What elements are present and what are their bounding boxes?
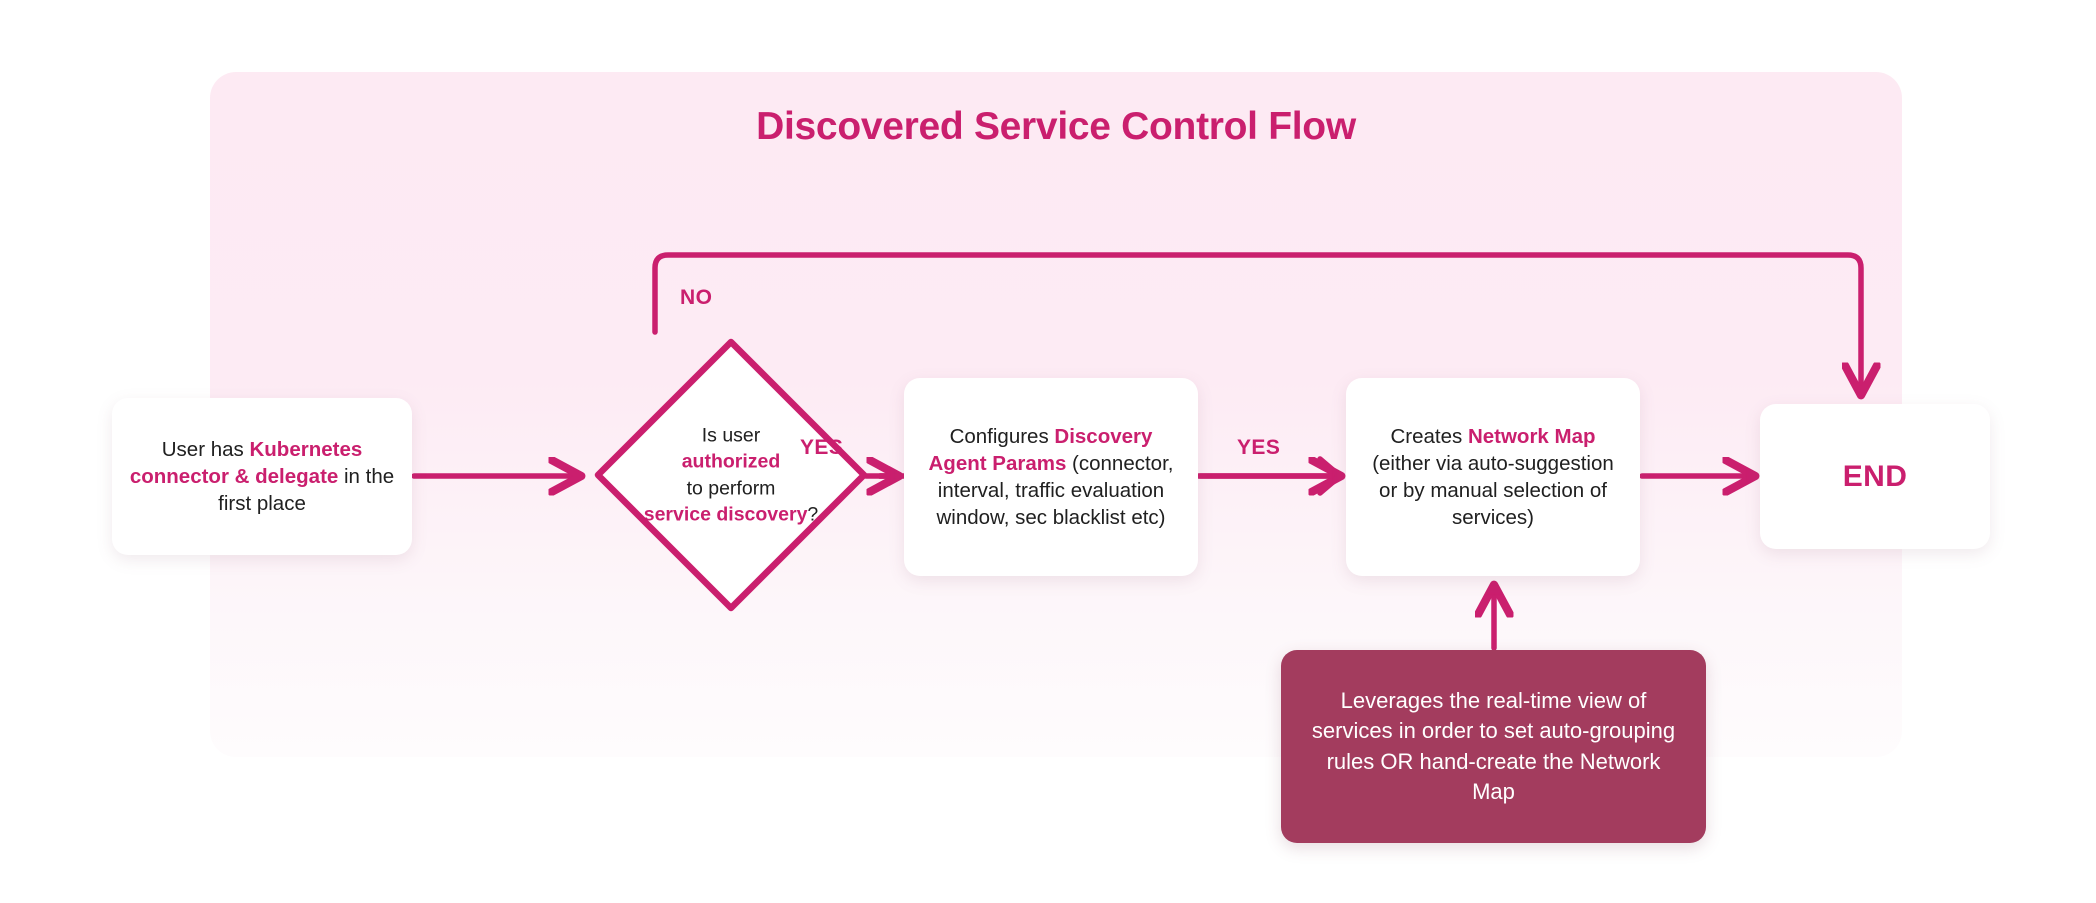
node-prereq[interactable]: User has Kubernetes connector & delegate… bbox=[112, 398, 412, 555]
decision-text-part-1: Is user bbox=[701, 424, 761, 447]
node-end[interactable]: END bbox=[1760, 404, 1990, 549]
node-decision-authorized[interactable]: Is user authorized to perform service di… bbox=[586, 330, 876, 620]
prereq-text-part-2: in the first place bbox=[218, 464, 395, 516]
netmap-text-part-2: (either via auto-suggestion or by manual… bbox=[1372, 451, 1614, 530]
decision-text-part-2: to perform bbox=[686, 477, 776, 499]
netmap-text-part-1: Creates bbox=[1390, 424, 1468, 448]
node-note-label: Leverages the real-time view of services… bbox=[1311, 688, 1676, 804]
params-text-part-2: (connector, interval, traffic evaluation… bbox=[936, 451, 1174, 530]
node-end-label: END bbox=[1842, 459, 1908, 493]
decision-text-part-3: ? bbox=[807, 503, 819, 526]
params-text-highlight: Discovery Agent Params bbox=[928, 424, 1153, 475]
node-annotation-leverages-realtime-view[interactable]: Leverages the real-time view of services… bbox=[1281, 650, 1706, 843]
prereq-text-highlight: Kubernetes connector & delegate bbox=[129, 437, 363, 488]
page-title: Discovered Service Control Flow bbox=[756, 105, 1356, 148]
prereq-text-part-1: User has bbox=[161, 437, 250, 461]
edge-label-yes-2: YES bbox=[1237, 436, 1281, 459]
decision-text-highlight-2: service discovery bbox=[643, 503, 808, 526]
edge-label-no: NO bbox=[680, 286, 713, 309]
params-text-part-1: Configures bbox=[949, 424, 1055, 448]
node-netmap-label: Creates Network Map (either via auto-sug… bbox=[1362, 423, 1624, 531]
edge-label-yes-1: YES bbox=[800, 436, 844, 459]
diamond-shape-icon bbox=[594, 338, 868, 612]
node-params-label: Configures Discovery Agent Params (conne… bbox=[920, 423, 1182, 531]
node-create-network-map[interactable]: Creates Network Map (either via auto-sug… bbox=[1346, 378, 1640, 576]
decision-text-highlight-1: authorized bbox=[681, 450, 781, 473]
node-prereq-label: User has Kubernetes connector & delegate… bbox=[128, 436, 396, 517]
node-decision-label: Is user authorized to perform service di… bbox=[604, 422, 858, 527]
netmap-text-highlight: Network Map bbox=[1467, 424, 1596, 448]
node-configure-discovery-agent-params[interactable]: Configures Discovery Agent Params (conne… bbox=[904, 378, 1198, 576]
